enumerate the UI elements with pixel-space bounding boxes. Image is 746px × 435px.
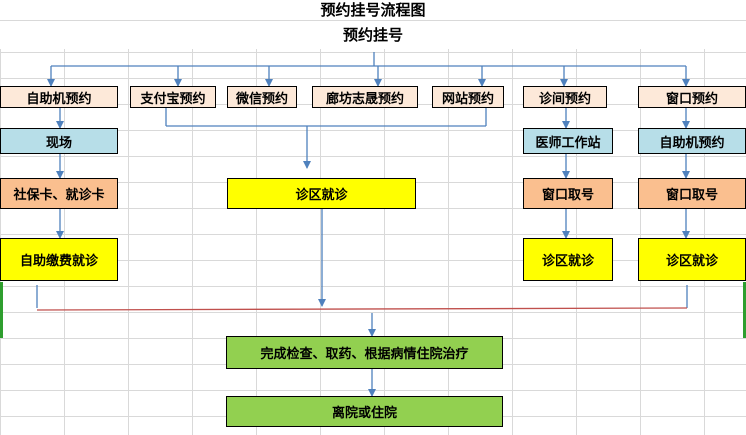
node-onsite: 现场 bbox=[0, 128, 118, 154]
node-alipay-booking: 支付宝预约 bbox=[130, 86, 216, 108]
merge-line bbox=[36, 307, 688, 311]
node-window-area-visit: 诊区就诊 bbox=[638, 238, 746, 281]
node-window-ticket: 窗口取号 bbox=[638, 178, 746, 209]
node-discharge-or-admit: 离院或住院 bbox=[226, 396, 503, 427]
node-clinic-window-ticket: 窗口取号 bbox=[523, 178, 613, 209]
node-website-booking: 网站预约 bbox=[432, 86, 504, 108]
node-langfang-booking: 廊坊志晟预约 bbox=[312, 86, 418, 108]
node-complete-treatment: 完成检查、取药、根据病情住院治疗 bbox=[226, 336, 503, 369]
node-clinic-booking: 诊间预约 bbox=[523, 86, 607, 108]
node-clinic-area-visit: 诊区就诊 bbox=[523, 238, 613, 281]
node-doctor-station: 医师工作站 bbox=[523, 128, 613, 154]
node-social-card: 社保卡、就诊卡 bbox=[0, 178, 118, 209]
node-self-service-book: 自助机预约 bbox=[638, 128, 746, 154]
node-wechat-booking: 微信预约 bbox=[227, 86, 297, 108]
node-self-service-booking: 自助机预约 bbox=[0, 86, 118, 108]
green-border-right bbox=[743, 282, 746, 338]
root-node-label: 预约挂号 bbox=[0, 20, 746, 49]
node-center-clinic-visit: 诊区就诊 bbox=[227, 178, 416, 209]
diagram-title: 预约挂号流程图 bbox=[0, 0, 746, 20]
node-window-booking: 窗口预约 bbox=[638, 86, 746, 108]
green-border-left bbox=[0, 282, 3, 338]
node-self-pay-visit: 自助缴费就诊 bbox=[0, 238, 118, 281]
